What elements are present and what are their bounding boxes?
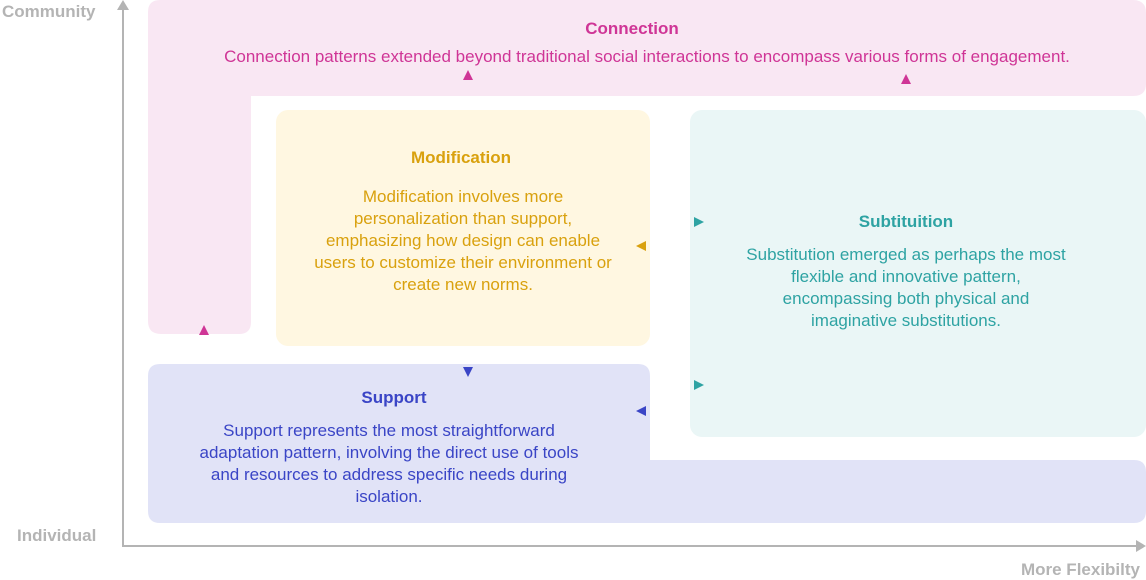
arrow-substitution-to-modification (636, 241, 704, 251)
y-axis-bottom-label: Individual (17, 526, 97, 545)
arrow-support-to-substitution (636, 380, 704, 390)
modification-box (276, 110, 650, 346)
connection-title: Connection (585, 19, 679, 38)
substitution-description: Substitution emerged as perhaps the most… (746, 245, 1066, 330)
modification-title: Modification (410, 148, 512, 167)
y-axis-top-label: Community (2, 2, 96, 21)
arrow-substitution-to-connection (901, 74, 911, 132)
support-box (148, 364, 1146, 523)
modification-description: Modification involves more personalizati… (314, 187, 612, 294)
support-title: Support (361, 388, 427, 407)
connection-box (148, 0, 1146, 334)
arrow-modification-to-connection (463, 70, 473, 131)
arrow-support-to-connection (199, 325, 209, 370)
support-description: Support represents the most straightforw… (199, 421, 579, 506)
x-axis (122, 540, 1146, 552)
arrow-modification-to-substitution (636, 217, 704, 227)
substitution-box (690, 110, 1146, 437)
arrow-substitution-to-support (636, 406, 704, 416)
x-axis-label: More Flexibilty (1020, 560, 1140, 579)
connection-description: Connection patterns extended beyond trad… (224, 47, 1070, 66)
arrow-modification-to-support (463, 332, 473, 377)
substitution-title: Subtituition (858, 212, 954, 231)
y-axis (117, 0, 129, 546)
